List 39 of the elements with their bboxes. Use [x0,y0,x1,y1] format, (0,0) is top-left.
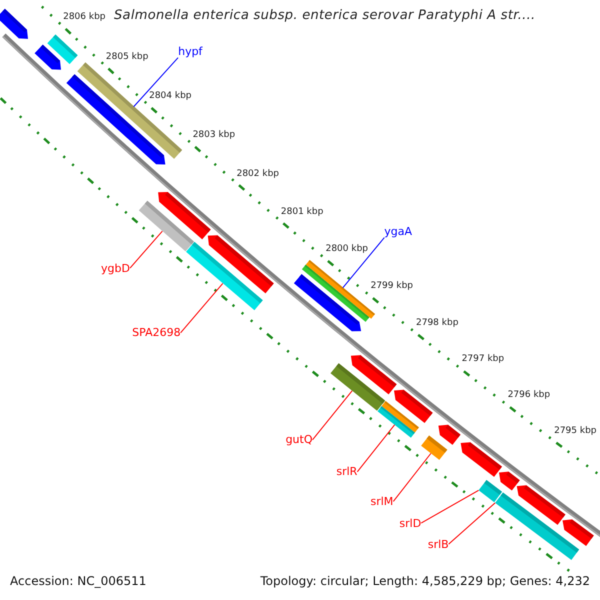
gene-label: srlD [399,516,422,530]
leader-line [448,502,496,545]
scale-label: 2806 kbp [63,12,106,22]
leader-line [312,390,353,440]
leader-line [356,424,396,472]
leader-line [130,230,163,269]
scale-label: 2804 kbp [149,91,192,102]
accession-text: Accession: NC_006511 [10,574,146,588]
scale-label: 2801 kbp [280,206,324,217]
scale-label: 2803 kbp [192,130,236,140]
gene-label: ygaA [384,224,412,238]
gene-label: hypf [178,44,202,58]
scale-label: 2797 kbp [462,354,504,364]
leader-line [180,282,224,334]
scale-label: 2798 kbp [416,318,458,328]
gene-bar [478,480,502,502]
scale-label: 2800 kbp [326,244,368,254]
leader-line [133,57,179,108]
scale-label: 2799 kbp [370,281,413,292]
scale-label: 2802 kbp [236,168,279,178]
scale-label: 2796 kbp [508,390,550,400]
gene-bar [138,200,194,252]
leader-line [392,452,432,502]
genome-info-text: Topology: circular; Length: 4,585,229 bp; Genes: 4,232 [260,574,590,588]
leader-line [420,490,480,524]
gene-label: SPA2698 [132,326,181,340]
gene-label: gutQ [286,433,312,446]
gene-bar [421,436,448,460]
leader-line [342,237,385,288]
gene-label: srlR [336,465,358,478]
gene-label: srlB [428,538,449,551]
title: Salmonella enterica subsp. enterica serovar Paratyphi A str.... [114,8,536,23]
gene-label: srlM [370,494,394,508]
gene-bar [378,406,415,438]
scale-label: 2795 kbp [554,426,596,436]
gene-bar [495,492,580,560]
gene-bar [330,363,386,411]
gene-label: ygbD [101,262,130,274]
gene-bar [186,242,263,310]
